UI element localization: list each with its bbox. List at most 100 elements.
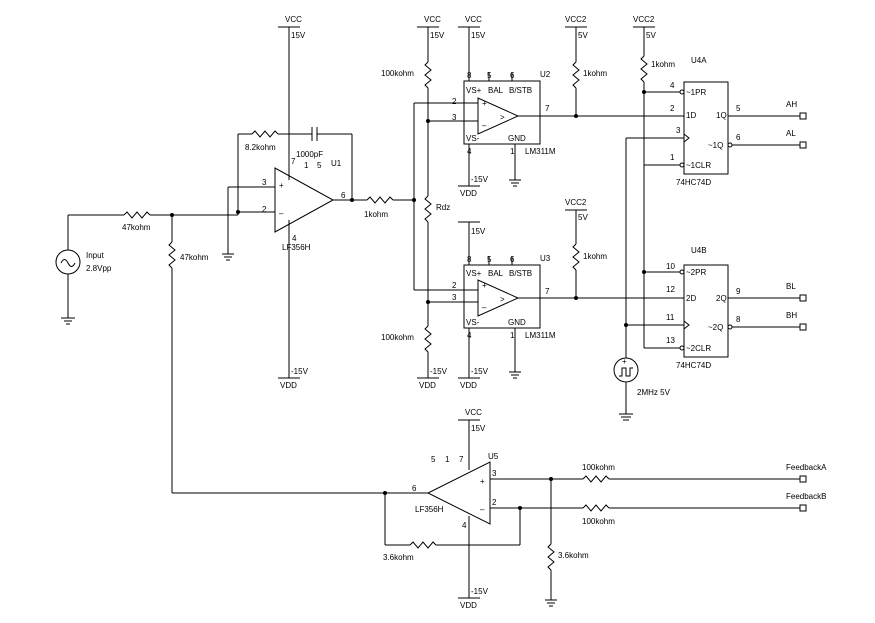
svg-text:6: 6 xyxy=(412,484,417,493)
u4a-part: 74HC74D xyxy=(676,178,711,187)
svg-text:~2PR: ~2PR xyxy=(686,268,706,277)
svg-text:3: 3 xyxy=(262,178,267,187)
svg-text:VS-: VS- xyxy=(466,134,480,143)
flipflop-u4b[interactable]: ~2PR 2D ~2CLR 2Q ~2Q 10 12 11 13 9 8 U4B… xyxy=(666,246,741,370)
opamp-u1[interactable]: + – 7 1 5 3 2 6 4 U1 LF356H xyxy=(262,157,346,252)
u1-ref: U1 xyxy=(331,159,342,168)
resistor-r-fb[interactable]: 8.2kohm xyxy=(245,130,279,152)
resistor-r-bot[interactable]: 100kohm xyxy=(381,325,432,353)
resistor-r-top-label: 100kohm xyxy=(381,69,414,78)
svg-text:VDD: VDD xyxy=(460,601,477,610)
svg-text:2Q: 2Q xyxy=(716,294,727,303)
opamp-u5[interactable]: + – 5 1 7 3 2 6 4 U5 LF356H xyxy=(412,452,499,530)
resistor-r-out[interactable]: 1kohm xyxy=(364,196,394,219)
resistor-pu-u4-label: 1kohm xyxy=(651,60,675,69)
resistor-r-bot-label: 100kohm xyxy=(381,333,414,342)
output-ah-label: AH xyxy=(786,100,797,109)
svg-text:VCC2: VCC2 xyxy=(565,198,587,207)
svg-text:-15V: -15V xyxy=(471,367,489,376)
resistor-r-top[interactable]: 100kohm xyxy=(381,61,432,89)
svg-text:1: 1 xyxy=(304,161,309,170)
u4b-ref: U4B xyxy=(691,246,707,255)
svg-text:3: 3 xyxy=(676,126,681,135)
resistor-r-u5fb[interactable]: 3.6kohm xyxy=(383,541,437,562)
svg-text:2: 2 xyxy=(492,498,497,507)
u3-part: LM311M xyxy=(525,331,556,340)
flipflop-u4a[interactable]: ~1PR 1D ~1CLR 1Q ~1Q 4 2 3 1 5 6 U4A 74H… xyxy=(670,56,741,187)
svg-text:13: 13 xyxy=(666,336,675,345)
resistor-pu-u2[interactable]: 1kohm xyxy=(572,61,607,89)
svg-text:4: 4 xyxy=(462,521,467,530)
svg-text:15V: 15V xyxy=(291,31,306,40)
svg-text:2D: 2D xyxy=(686,294,696,303)
svg-text:5V: 5V xyxy=(646,31,656,40)
output-port-bl[interactable] xyxy=(799,294,807,302)
u2-ref: U2 xyxy=(540,70,551,79)
u5-part: LF356H xyxy=(415,505,444,514)
output-port-bh[interactable] xyxy=(799,323,807,331)
output-bl-label: BL xyxy=(786,282,796,291)
resistor-pu-u4[interactable]: 1kohm xyxy=(640,55,675,83)
svg-text:+: + xyxy=(622,357,627,366)
resistor-r-u5gnd-label: 3.6kohm xyxy=(558,551,589,560)
resistor-r-dz-label: Rdz xyxy=(436,203,450,212)
svg-text:VS+: VS+ xyxy=(466,269,482,278)
svg-text:1: 1 xyxy=(510,147,515,156)
svg-text:5: 5 xyxy=(317,161,322,170)
svg-text:2: 2 xyxy=(452,97,457,106)
svg-text:3: 3 xyxy=(452,293,457,302)
svg-text:~1Q: ~1Q xyxy=(708,141,723,150)
clock-value: 2MHz 5V xyxy=(637,388,671,397)
clock-source[interactable]: + 2MHz 5V xyxy=(613,357,671,397)
svg-text:5V: 5V xyxy=(578,213,588,222)
svg-text:3: 3 xyxy=(452,113,457,122)
svg-text:VS-: VS- xyxy=(466,318,480,327)
u1-part: LF356H xyxy=(282,243,311,252)
svg-text:7: 7 xyxy=(291,157,296,166)
capacitor-c-fb-label: 1000pF xyxy=(296,150,323,159)
output-port-ah[interactable] xyxy=(799,112,807,120)
resistor-r-in[interactable]: 47kohm xyxy=(122,211,151,232)
svg-text:1: 1 xyxy=(510,331,515,340)
svg-text:15V: 15V xyxy=(471,227,486,236)
u4b-part: 74HC74D xyxy=(676,361,711,370)
svg-text:~2Q: ~2Q xyxy=(708,323,723,332)
resistor-r-fa[interactable]: 100kohm xyxy=(582,463,615,483)
svg-text:2: 2 xyxy=(670,104,675,113)
resistor-pu-u3-label: 1kohm xyxy=(583,252,607,261)
comparator-u2[interactable]: + – > VS+ BAL B/STB VS- GND 8 5 6 2 3 7 … xyxy=(452,70,556,156)
u4a-ref: U4A xyxy=(691,56,707,65)
svg-text:7: 7 xyxy=(459,455,464,464)
svg-text:B/STB: B/STB xyxy=(509,269,532,278)
svg-text:1: 1 xyxy=(445,455,450,464)
svg-text:VDD: VDD xyxy=(419,381,436,390)
output-port-feedback-b[interactable] xyxy=(799,504,807,512)
svg-text:+: + xyxy=(482,99,487,108)
resistor-r-fb2[interactable]: 100kohm xyxy=(582,504,615,526)
input-source[interactable]: Input 2.8Vpp xyxy=(55,215,112,325)
resistor-r-u5gnd[interactable]: 3.6kohm xyxy=(547,543,589,571)
resistor-r-dz[interactable]: Rdz xyxy=(424,195,450,223)
svg-text:1Q: 1Q xyxy=(716,111,727,120)
resistor-r-gnd-label: 47kohm xyxy=(180,253,209,262)
output-port-al[interactable] xyxy=(799,141,807,149)
svg-text:>: > xyxy=(500,295,505,304)
svg-text:VCC2: VCC2 xyxy=(633,15,655,24)
svg-text:–: – xyxy=(480,505,485,514)
resistor-pu-u3[interactable]: 1kohm xyxy=(572,243,607,271)
comparator-u3[interactable]: + – > VS+ BAL B/STB VS- GND 8 5 6 2 3 7 … xyxy=(452,254,556,340)
svg-text:7: 7 xyxy=(545,104,550,113)
resistor-r-gnd[interactable]: 47kohm xyxy=(168,241,209,269)
svg-text:VS+: VS+ xyxy=(466,86,482,95)
svg-text:8: 8 xyxy=(736,315,741,324)
resistor-r-out-label: 1kohm xyxy=(364,210,388,219)
output-port-feedback-a[interactable] xyxy=(799,475,807,483)
svg-text:15V: 15V xyxy=(471,31,486,40)
svg-text:VCC: VCC xyxy=(424,15,441,24)
svg-text:VDD: VDD xyxy=(460,189,477,198)
svg-text:~2CLR: ~2CLR xyxy=(686,344,711,353)
svg-text:~1CLR: ~1CLR xyxy=(686,161,711,170)
capacitor-c-fb[interactable]: 1000pF xyxy=(296,127,323,159)
